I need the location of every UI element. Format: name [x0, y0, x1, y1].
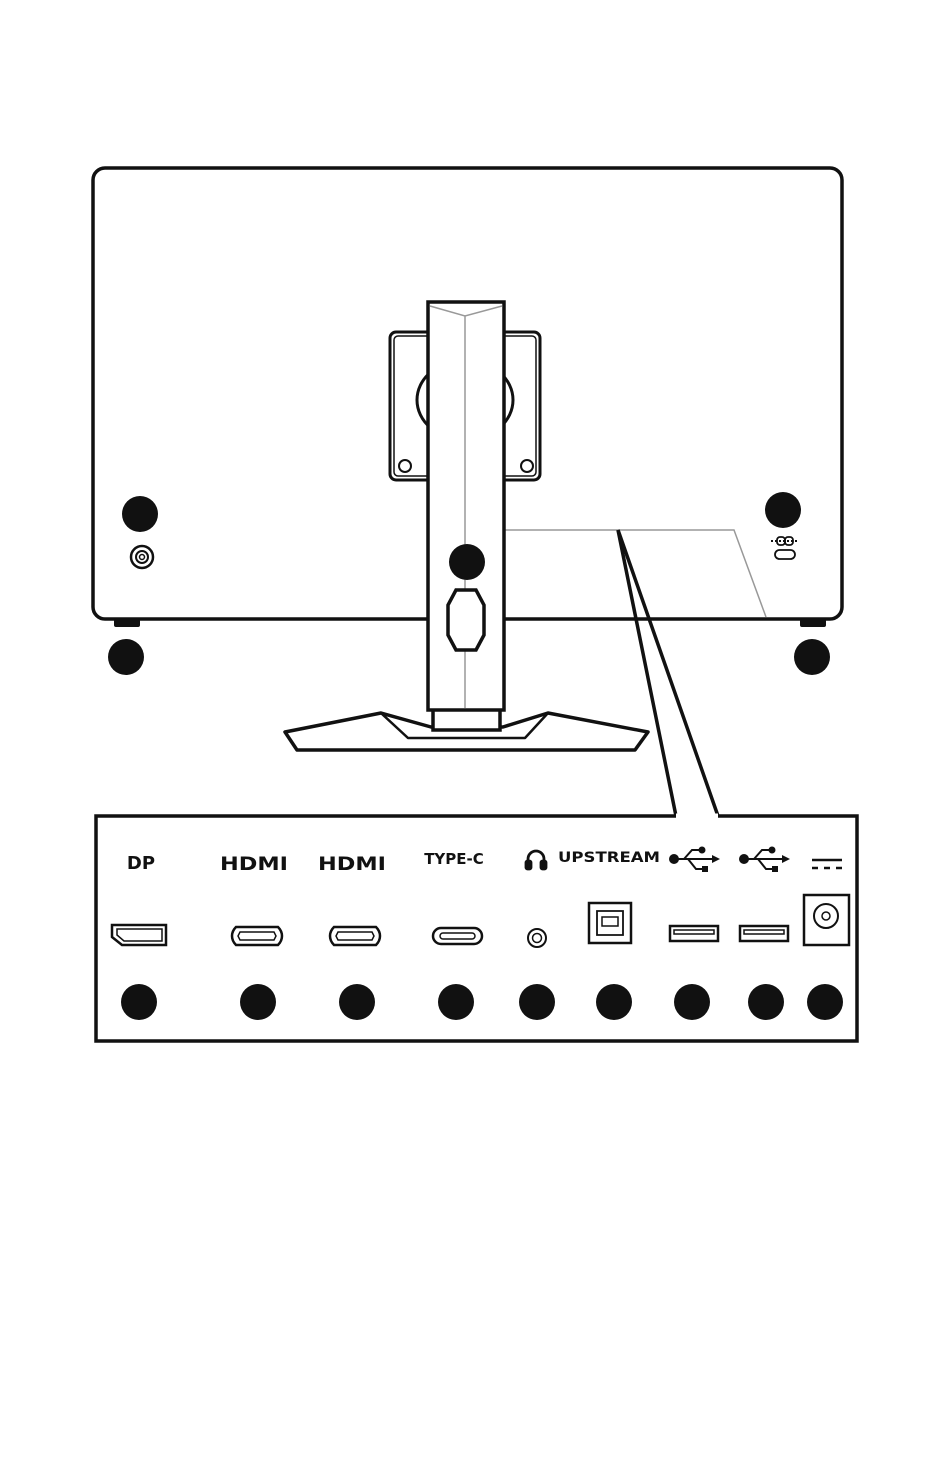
dp-label: DP: [127, 853, 155, 874]
hdmi-2-port: [330, 927, 380, 945]
marker-typec: [438, 984, 474, 1020]
marker-cable-clip: [449, 544, 485, 580]
dp-port: [112, 925, 166, 945]
audio-jack-port: [528, 929, 546, 947]
marker-right-foot: [794, 639, 830, 675]
marker-hdmi-1: [240, 984, 276, 1020]
marker-power-button: [122, 496, 158, 532]
stand-neck: [428, 302, 504, 730]
marker-usb-a-2: [748, 984, 784, 1020]
typec-port: [433, 928, 482, 944]
marker-upstream: [596, 984, 632, 1020]
right-foot: [800, 619, 826, 627]
hdmi-2-label: HDMI: [318, 853, 386, 875]
left-foot: [114, 619, 140, 627]
marker-kensington: [765, 492, 801, 528]
vesa-screw-right: [521, 460, 533, 472]
usb-b-upstream-port: [589, 903, 631, 943]
marker-dc-in: [807, 984, 843, 1020]
marker-audio: [519, 984, 555, 1020]
usb-a-2-port: [740, 926, 788, 941]
marker-dp: [121, 984, 157, 1020]
marker-hdmi-2: [339, 984, 375, 1020]
hdmi-1-label: HDMI: [220, 853, 288, 875]
marker-usb-a-1: [674, 984, 710, 1020]
marker-left-foot: [108, 639, 144, 675]
cable-clip-icon: [448, 590, 484, 650]
typec-label: TYPE-C: [424, 850, 484, 868]
upstream-label: UPSTREAM: [558, 850, 660, 866]
dc-in-port: [804, 895, 849, 945]
usb-a-1-port: [670, 926, 718, 941]
hdmi-1-port: [232, 927, 282, 945]
vesa-screw-left: [399, 460, 411, 472]
